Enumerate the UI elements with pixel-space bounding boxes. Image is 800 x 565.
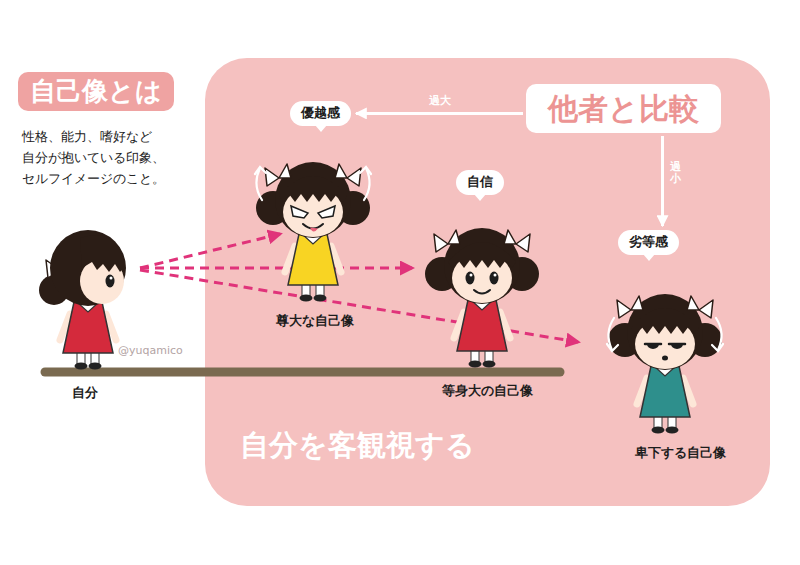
process-box: 他者と比較 bbox=[526, 84, 721, 133]
illustration-part bbox=[608, 294, 722, 370]
illustration-part bbox=[80, 235, 125, 272]
illustration-part bbox=[110, 277, 113, 280]
illustration-part bbox=[608, 318, 614, 350]
illustration-part bbox=[291, 206, 308, 218]
inferior-figure bbox=[608, 294, 722, 434]
illustration-part bbox=[637, 366, 693, 434]
rising-marks bbox=[255, 167, 371, 200]
title-box: 自己像とは bbox=[18, 72, 174, 111]
node-text: 他者と比較 bbox=[548, 89, 699, 128]
illustration-part bbox=[255, 167, 266, 174]
illustration-part bbox=[470, 274, 473, 277]
speech-bubble: 自信 bbox=[456, 170, 504, 195]
figure-label: 等身大の自己像 bbox=[442, 382, 533, 400]
speech-bubble: 劣等感 bbox=[618, 230, 679, 255]
illustration-part bbox=[140, 234, 280, 268]
node-text: 劣等感 bbox=[629, 234, 668, 251]
edge-label: 過大 bbox=[429, 93, 451, 108]
bubble-tail bbox=[643, 254, 655, 261]
figure-label: 自分 bbox=[72, 384, 98, 402]
illustration-part bbox=[466, 272, 475, 285]
illustration-part bbox=[454, 300, 510, 368]
illustration-part bbox=[285, 234, 341, 302]
illustration-part bbox=[490, 272, 499, 285]
illustration-part bbox=[106, 275, 115, 288]
panel-caption: 自分を客観視する bbox=[240, 426, 475, 466]
illustration-part bbox=[474, 290, 490, 294]
illustration-part bbox=[256, 168, 262, 200]
bubble-tail bbox=[315, 125, 327, 132]
illustration-part bbox=[318, 206, 335, 218]
illustration-part bbox=[671, 344, 683, 349]
illustration-part bbox=[716, 318, 722, 350]
illustration-part bbox=[303, 224, 323, 229]
figure-label: 尊大な自己像 bbox=[276, 312, 354, 330]
connector-arrow bbox=[356, 112, 523, 115]
illustration-part bbox=[425, 228, 539, 304]
figure-label: 卑下する自己像 bbox=[635, 444, 726, 462]
illustration-part bbox=[712, 344, 723, 351]
node-text: 優越感 bbox=[301, 105, 340, 122]
edge-label: 過小 bbox=[670, 161, 681, 185]
illustration-part bbox=[494, 274, 497, 277]
self-figure bbox=[39, 230, 126, 370]
confident-figure bbox=[425, 228, 539, 368]
watermark: @yuqamico bbox=[118, 344, 183, 357]
bubble-tail bbox=[474, 194, 486, 201]
connector-arrow bbox=[661, 136, 664, 226]
illustration-part bbox=[140, 267, 412, 270]
illustration-part bbox=[360, 167, 371, 174]
sinking-marks bbox=[607, 318, 723, 351]
illustration-part bbox=[364, 168, 370, 200]
illustration-part bbox=[662, 356, 668, 361]
illustration-part bbox=[256, 162, 370, 238]
illustration-part bbox=[310, 228, 318, 232]
speech-bubble: 優越感 bbox=[290, 101, 351, 126]
illustration-part bbox=[50, 230, 126, 306]
illustration-part bbox=[607, 344, 618, 351]
illustration-part bbox=[60, 302, 116, 370]
arrogant-figure bbox=[256, 162, 370, 302]
ground-line bbox=[45, 368, 560, 377]
illustration-part bbox=[647, 344, 659, 349]
description-text: 性格、能力、嗜好など 自分が抱いている印象、 セルフイメージのこと。 bbox=[22, 127, 194, 189]
node-text: 自信 bbox=[467, 174, 493, 191]
